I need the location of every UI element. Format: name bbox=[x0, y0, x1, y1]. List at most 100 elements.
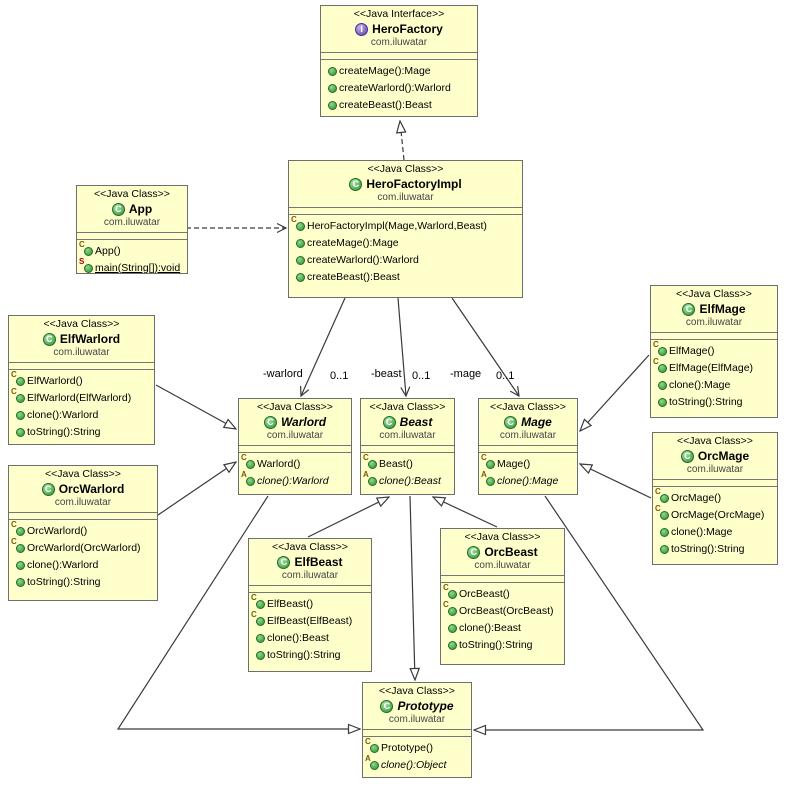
method-label: ElfMage() bbox=[669, 344, 715, 357]
method-icon bbox=[654, 395, 669, 408]
method-row: createBeast():Beast bbox=[292, 268, 519, 285]
method-row: clone():Warlord bbox=[12, 556, 154, 573]
stereotype: <<Java Class>> bbox=[490, 401, 566, 413]
method-label: clone():Object bbox=[381, 758, 447, 771]
class-icon: C bbox=[349, 177, 363, 191]
stereotype: <<Java Class>> bbox=[676, 288, 752, 300]
class-name: Mage bbox=[521, 415, 552, 429]
class-icon: C bbox=[263, 415, 277, 429]
fields-compartment bbox=[321, 52, 477, 60]
edge-generalization-elfbeast-beast bbox=[307, 497, 389, 538]
method-label: toString():String bbox=[671, 542, 745, 555]
stereotype: <<Java Class>> bbox=[257, 401, 333, 413]
method-row: clone():Beast bbox=[444, 619, 561, 636]
constructor-icon: C bbox=[241, 454, 257, 470]
edge-realization-herofactoryimpl-herofactory bbox=[400, 121, 404, 161]
method-icon bbox=[324, 98, 339, 111]
methods-compartment: createMage():Mage createWarlord():Warlor… bbox=[321, 60, 477, 116]
class-name: HeroFactoryImpl bbox=[366, 177, 462, 191]
method-row: createBeast():Beast bbox=[324, 96, 474, 113]
method-icon bbox=[324, 64, 339, 77]
method-label: clone():Mage bbox=[671, 525, 733, 538]
edge-label-mage-role: -mage bbox=[450, 368, 482, 380]
class-name: Prototype bbox=[397, 699, 454, 713]
constructor-icon: C bbox=[251, 611, 267, 627]
method-label: clone():Mage bbox=[497, 474, 559, 487]
fields-compartment bbox=[361, 445, 454, 453]
abstract-method-icon: A bbox=[363, 471, 379, 487]
method-label: Warlord() bbox=[257, 457, 301, 470]
method-icon bbox=[12, 425, 27, 438]
abstract-method-icon: A bbox=[481, 471, 497, 487]
method-label: ElfWarlord() bbox=[27, 374, 83, 387]
stereotype: <<Java Class>> bbox=[45, 468, 121, 480]
method-row: createMage():Mage bbox=[292, 234, 519, 251]
method-label: ElfMage(ElfMage) bbox=[669, 361, 754, 374]
class-name: OrcMage bbox=[697, 449, 750, 463]
method-icon bbox=[252, 631, 267, 644]
method-label: OrcWarlord() bbox=[27, 524, 88, 537]
method-icon bbox=[656, 542, 671, 555]
constructor-icon: C bbox=[655, 505, 671, 521]
method-label: toString():String bbox=[267, 648, 341, 661]
stereotype: <<Java Interface>> bbox=[353, 8, 445, 20]
edge-generalization-orcwarlord-warlord bbox=[157, 462, 236, 516]
method-icon bbox=[292, 270, 307, 283]
class-icon: C bbox=[42, 332, 56, 346]
class-name: ElfBeast bbox=[294, 555, 343, 569]
fields-compartment bbox=[441, 575, 564, 583]
class-icon: C bbox=[277, 555, 291, 569]
edge-association-mage bbox=[451, 297, 519, 396]
method-row: toString():String bbox=[252, 646, 368, 663]
package-name: com.iluwatar bbox=[53, 347, 110, 358]
class-name: Beast bbox=[399, 415, 433, 429]
method-label: OrcBeast(OrcBeast) bbox=[459, 604, 554, 617]
class-name: ElfMage bbox=[699, 302, 746, 316]
fields-compartment bbox=[479, 445, 577, 453]
edge-label-beast-role: -beast bbox=[371, 368, 402, 380]
method-label: OrcBeast() bbox=[459, 587, 510, 600]
method-row: createWarlord():Warlord bbox=[324, 79, 474, 96]
stereotype: <<Java Class>> bbox=[677, 435, 753, 447]
edge-generalization-orcmage-mage bbox=[580, 464, 652, 499]
constructor-icon: C bbox=[365, 738, 381, 754]
constructor-icon: C bbox=[11, 371, 27, 387]
package-name: com.iluwatar bbox=[388, 714, 446, 725]
class-name: OrcWarlord bbox=[58, 482, 125, 496]
method-label: clone():Mage bbox=[669, 378, 731, 391]
class-icon: C bbox=[380, 699, 394, 713]
method-icon bbox=[292, 236, 307, 249]
fields-compartment bbox=[9, 512, 157, 520]
edge-association-warlord bbox=[301, 297, 346, 396]
